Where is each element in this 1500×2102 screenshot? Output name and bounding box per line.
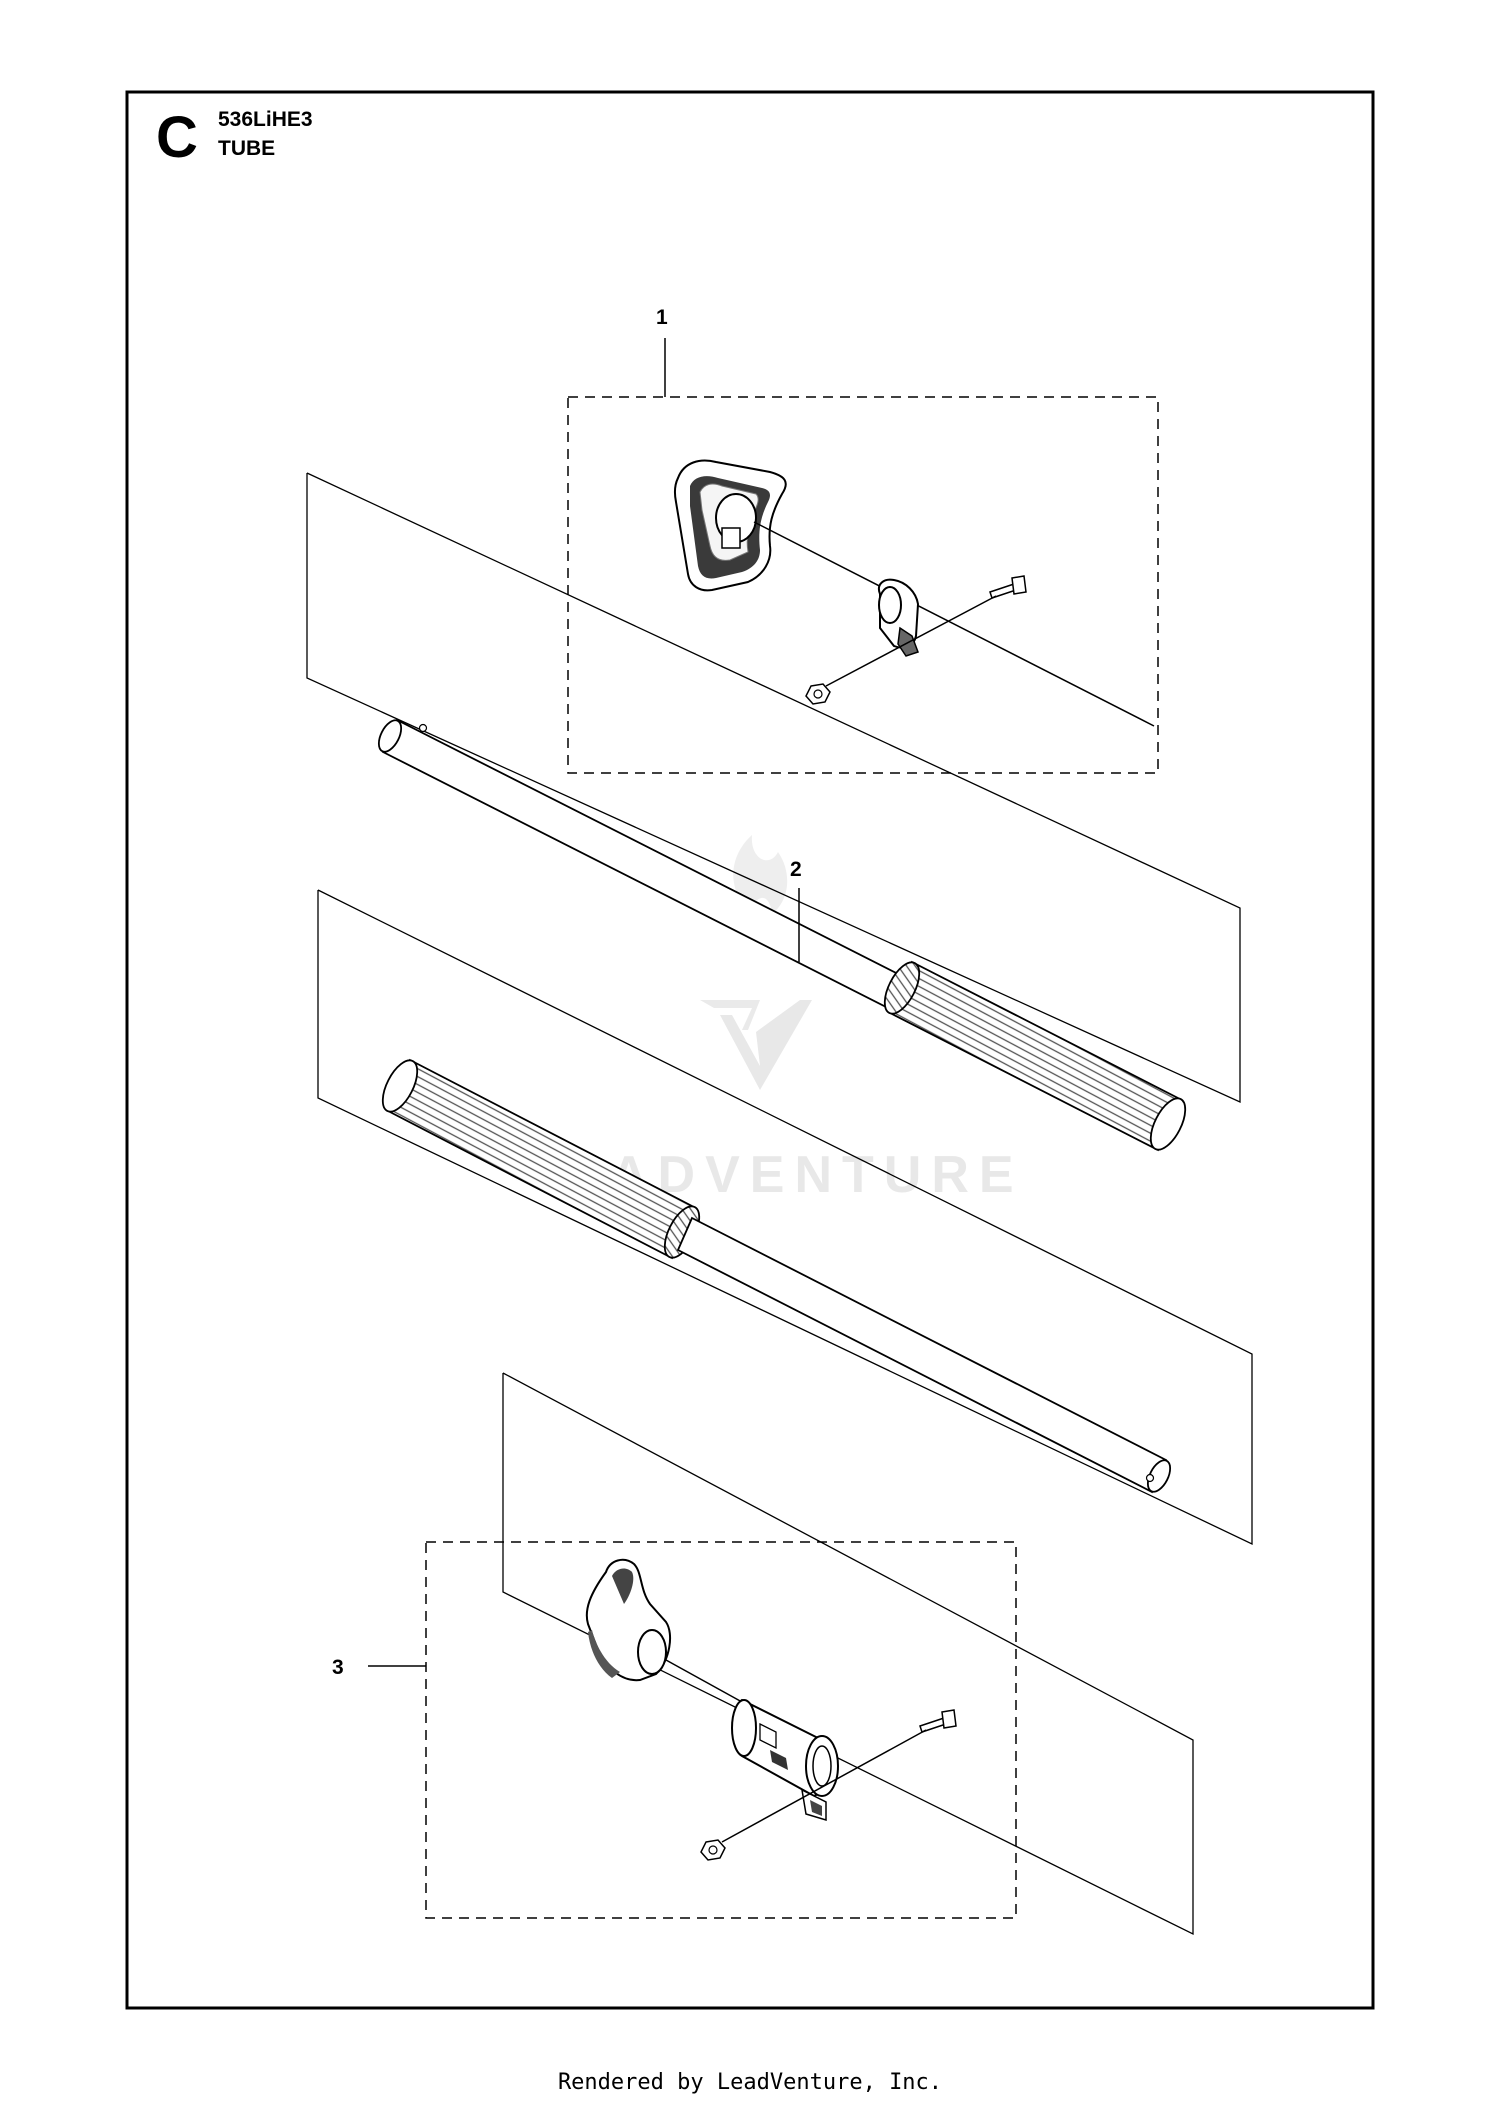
callout-1-group: 1 [567,306,1159,774]
nut-3 [700,1839,726,1861]
coupling-clamp [731,1698,839,1822]
section-name: TUBE [218,137,275,160]
callout-3: 3 [332,1656,344,1679]
tube-assembly: 2 [306,472,1253,1936]
barrier-plate [673,459,787,592]
nut-1 [805,683,831,705]
callout-3-group: 3 [332,1541,1017,1919]
bolt-1 [989,575,1027,599]
model-name: 536LiHE3 [218,108,313,131]
callout-1: 1 [656,306,668,329]
footer-credit: Rendered by LeadVenture, Inc. [557,2070,943,2095]
callout-2: 2 [790,858,802,881]
kit-1-box [567,396,1159,774]
loop-bracket [585,1558,672,1682]
watermark-text: ADVENTURE [610,1146,1024,1204]
leadventure-logo-icon [700,835,812,1090]
diagram-border [125,90,1375,2010]
watermark: ADVENTURE [610,835,1024,1204]
kit-3-box [425,1541,1017,1919]
section-letter: C [156,105,198,170]
title-block: C 536LiHE3 TUBE [156,105,313,170]
bolt-3 [919,1709,957,1733]
clamp-ring [878,578,920,657]
